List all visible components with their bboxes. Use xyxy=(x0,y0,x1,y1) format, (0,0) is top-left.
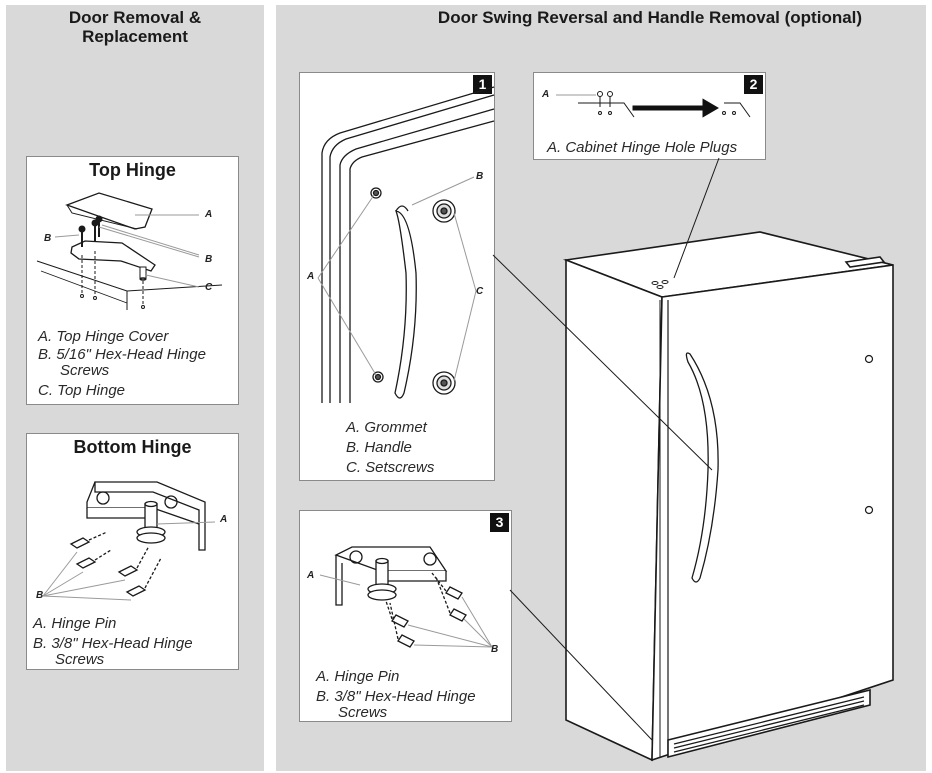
bottom-hinge-illustration xyxy=(42,481,216,601)
step2-box: 2 A A. Cabinet Hinge Hole Plugs xyxy=(533,72,766,160)
handle-illustration xyxy=(317,86,495,403)
bottom-hinge-title: Bottom Hinge xyxy=(73,437,192,457)
bottom-hinge-legend: A. Hinge Pin B. 3/8" Hex-Head Hinge Scre… xyxy=(33,615,193,668)
step3-callout-a: A xyxy=(307,570,315,581)
top-hinge-box: Top Hinge xyxy=(26,156,239,405)
top-hinge-illustration xyxy=(36,192,223,310)
bottom-hinge-callout-a: A xyxy=(220,514,228,525)
top-hinge-callout-b-left: B xyxy=(44,233,52,244)
step3-box: 3 xyxy=(299,510,512,722)
top-hinge-callout-a: A xyxy=(205,209,213,220)
top-hinge-callout-c: C xyxy=(205,282,213,293)
step1-callout-b: B xyxy=(476,171,484,182)
step1-box: 1 xyxy=(299,72,495,481)
top-hinge-callout-b-right: B xyxy=(205,254,213,265)
step2-badge: 2 xyxy=(744,75,763,94)
step3-legend: A. Hinge Pin B. 3/8" Hex-Head Hinge Scre… xyxy=(316,668,476,721)
bottom-hinge-box: Bottom Hinge xyxy=(26,433,239,670)
step2-legend: A. Cabinet Hinge Hole Plugs xyxy=(547,139,738,156)
top-hinge-title: Top Hinge xyxy=(89,160,176,180)
step1-callout-a: A xyxy=(307,271,315,282)
step1-legend: A. Grommet B. Handle C. Setscrews xyxy=(346,419,435,476)
bottom-hinge-callout-b: B xyxy=(36,590,44,601)
top-hinge-legend: A. Top Hinge Cover B. 5/16" Hex-Head Hin… xyxy=(38,328,206,399)
step1-callout-c: C xyxy=(476,286,484,297)
step2-callout-a: A xyxy=(542,89,550,100)
step3-callout-b: B xyxy=(491,644,499,655)
step3-badge: 3 xyxy=(490,513,509,532)
right-panel-title: Door Swing Reversal and Handle Removal (… xyxy=(437,8,863,27)
step3-hinge-illustration xyxy=(319,546,493,648)
left-panel-title: Door Removal & Replacement xyxy=(68,8,202,46)
hole-plugs-illustration xyxy=(556,91,751,118)
